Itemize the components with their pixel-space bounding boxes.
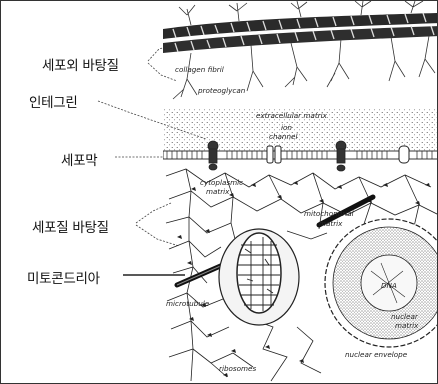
leader-cytoplasm-top <box>136 203 171 223</box>
text-extracellular-matrix: extracellular matrix <box>256 111 328 120</box>
text-nuclear: nuclear <box>391 312 419 321</box>
text-nuclear-envelope: nuclear envelope <box>345 350 408 359</box>
text-dna: DNA <box>381 281 397 290</box>
text-channel: channel <box>269 132 297 141</box>
leader-ecm-bottom <box>148 63 177 81</box>
text-cytoplasmic-matrix: matrix <box>206 187 230 196</box>
integrin-2 <box>336 141 346 171</box>
text-ion: ion <box>281 123 292 132</box>
integrin-1 <box>208 141 218 170</box>
text-nuclear-matrix: matrix <box>395 321 419 330</box>
leader-cytoplasm-bottom <box>136 225 179 246</box>
text-cytoplasmic: cytoplasmic <box>200 178 243 187</box>
text-microtubule: microtubule <box>166 299 210 308</box>
mitochondrion <box>219 229 299 325</box>
text-ribosomes: ribosomes <box>219 364 256 373</box>
text-mitochondrial-matrix: matrix <box>319 219 343 228</box>
text-collagen-fibril: collagen fibril <box>175 65 224 74</box>
text-mitochondrial: mitochondrial <box>304 209 354 218</box>
collagen-fibrils <box>163 13 438 53</box>
membrane-protein <box>399 146 409 163</box>
text-proteoglycan: proteoglycan <box>197 86 246 95</box>
